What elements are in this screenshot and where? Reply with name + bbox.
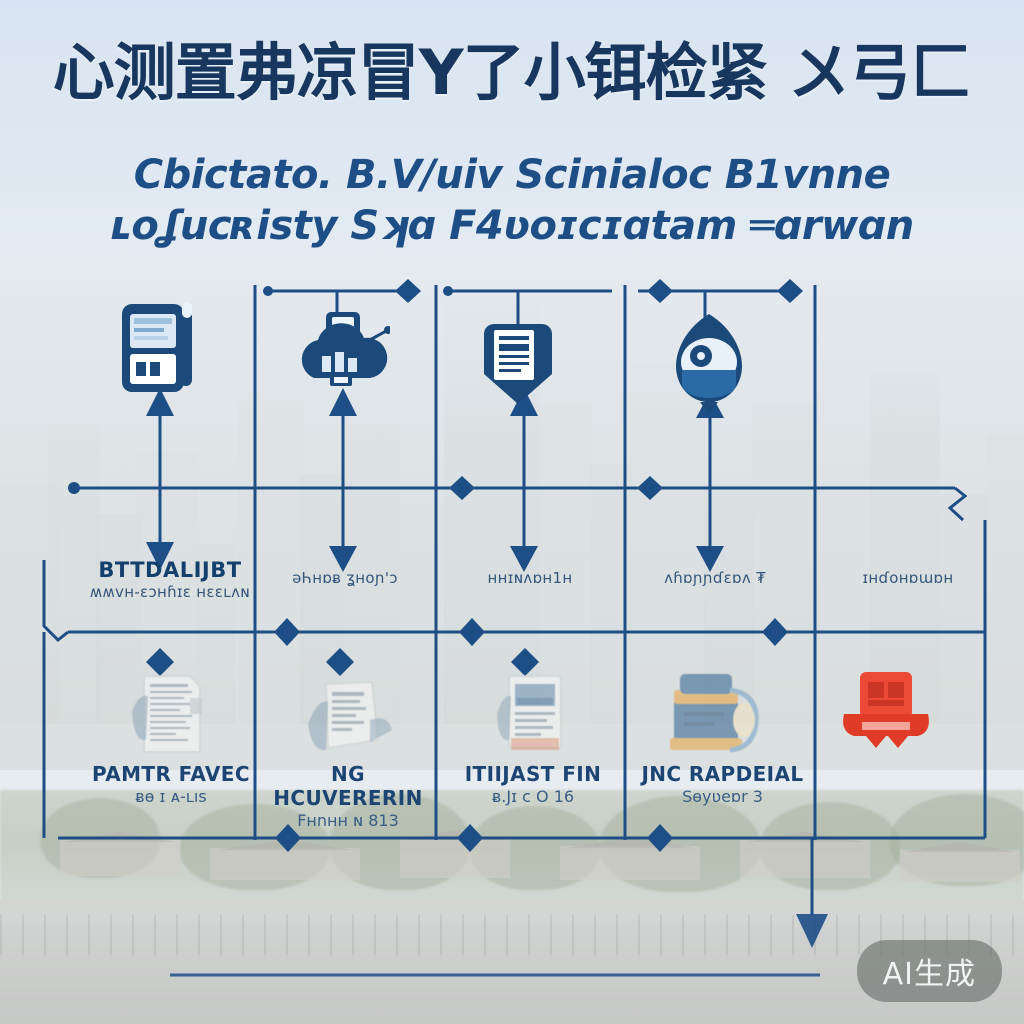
card-4-sub: Sɵyʋeɒr 3 [682, 787, 763, 806]
card-label-3: ITIIJAST FIN ᴃ.Jɪ ᴄ O 16 [443, 762, 623, 808]
node-3-name: ʜʜɪɴʌɒʜ1ʜ [487, 569, 573, 587]
node-label-4: ʌɦɒɲɲɗɛɒʌ ₮ [625, 568, 805, 588]
torn-paper-icon[interactable] [300, 678, 396, 758]
card-1-sub: ᴃɵ ɪ ᴀ-ʟıs [135, 787, 207, 806]
card-label-1: PAMTR FAVEC ᴃɵ ɪ ᴀ-ʟıs [76, 762, 266, 808]
card-label-2: NG HCUVERERIN Fʜnʜʜ ɴ 813 [258, 762, 438, 832]
card-2-sub: Fʜnʜʜ ɴ 813 [297, 811, 399, 830]
red-seal-badge-icon[interactable] [836, 668, 936, 758]
subtitle-line-2: ʟoʆucʀisty Sʞɑ F4ʋoɪcɪɑtam ═ɑrwɑn [110, 203, 914, 249]
node-label-2: ǝҺʜɒᴃ ʓʜoɲ'ɔ [255, 568, 435, 588]
blue-orange-box-icon[interactable] [660, 668, 770, 762]
page-subtitle: Cbictato. B.V/uiv Scinialoc B1vnne ʟoʆuc… [0, 150, 1024, 252]
fence-railing [0, 915, 1024, 955]
node-1-name: BTTDALIJBT [98, 558, 242, 582]
node-5-name: ɪʜɗoʜɒɯɒʜ [862, 569, 954, 587]
fish-eye-badge-icon[interactable] [660, 310, 758, 416]
card-label-4: JNC RAPDEIAL Sɵyʋeɒr 3 [630, 762, 815, 808]
node-2-name: ǝҺʜɒᴃ ʓʜoɲ'ɔ [292, 569, 398, 587]
card-3-name: ITIIJAST FIN [464, 762, 602, 786]
foreground-plaza [0, 900, 1024, 1024]
card-3-sub: ᴃ.Jɪ ᴄ O 16 [491, 787, 575, 806]
card-2-name: NG HCUVERERIN [273, 762, 423, 810]
node-label-5: ɪʜɗoʜɒɯɒʜ [818, 568, 998, 588]
cloud-network-icon[interactable] [296, 312, 390, 400]
card-1-name: PAMTR FAVEC [92, 762, 250, 786]
paper-document-icon[interactable] [122, 672, 214, 758]
node-label-1: BTTDALIJBT ʍʍvʜ-ɛɔʜɦɪɛ ʜɛɛʟʌɴ [70, 558, 270, 602]
card-terminal-icon[interactable] [108, 300, 212, 400]
card-4-name: JNC RAPDEIAL [641, 762, 804, 786]
subtitle-line-1: Cbictato. B.V/uiv Scinialoc B1vnne [133, 152, 891, 198]
document-shield-icon[interactable] [470, 318, 564, 410]
page-title: 心测置弗凉冒Y了小铒检紧 〤弓匚 [52, 36, 972, 109]
node-1-sub: ʍʍvʜ-ɛɔʜɦɪɛ ʜɛɛʟʌɴ [89, 583, 251, 601]
clipboard-photo-icon[interactable] [487, 672, 579, 758]
node-4-name: ʌɦɒɲɲɗɛɒʌ ₮ [664, 569, 766, 587]
node-label-3: ʜʜɪɴʌɒʜ1ʜ [440, 568, 620, 588]
ai-generated-watermark: AI生成 [856, 940, 1002, 1002]
